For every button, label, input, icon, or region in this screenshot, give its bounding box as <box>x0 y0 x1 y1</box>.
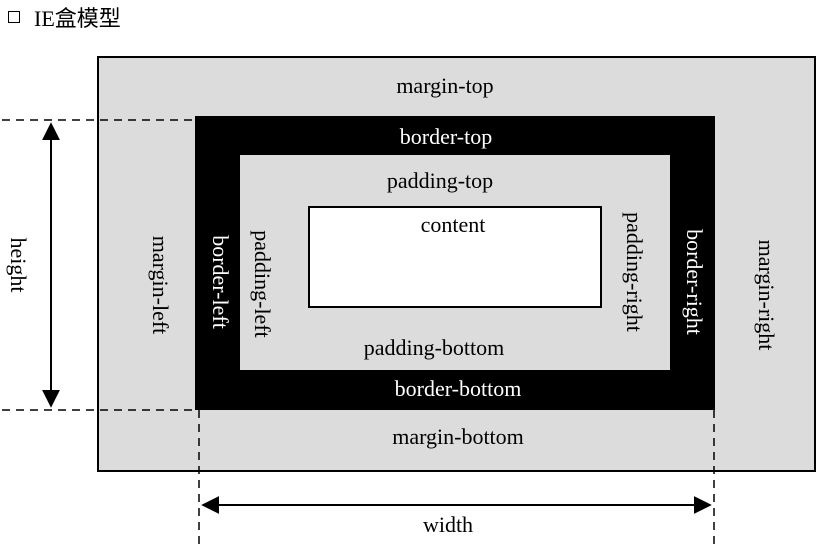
label-border-bottom: border-bottom <box>394 376 522 401</box>
label-padding-left: padding-left <box>250 230 275 338</box>
title-text: IE盒模型 <box>34 6 121 31</box>
diagram-title: IE盒模型 <box>8 3 121 31</box>
label-border-left: border-left <box>208 235 233 329</box>
content-area <box>308 206 602 308</box>
label-border-top: border-top <box>399 124 493 149</box>
label-padding-bottom: padding-bottom <box>363 335 505 360</box>
label-width: width <box>422 512 474 537</box>
label-height: height <box>6 237 31 293</box>
label-margin-top: margin-top <box>396 73 494 98</box>
label-content: content <box>420 212 486 237</box>
label-margin-bottom: margin-bottom <box>392 424 524 449</box>
square-bullet-icon <box>8 11 20 23</box>
label-padding-right: padding-right <box>622 212 647 332</box>
label-margin-right: margin-right <box>754 239 779 351</box>
label-padding-top: padding-top <box>386 168 494 193</box>
label-border-right: border-right <box>682 229 707 335</box>
label-margin-left: margin-left <box>148 235 173 335</box>
